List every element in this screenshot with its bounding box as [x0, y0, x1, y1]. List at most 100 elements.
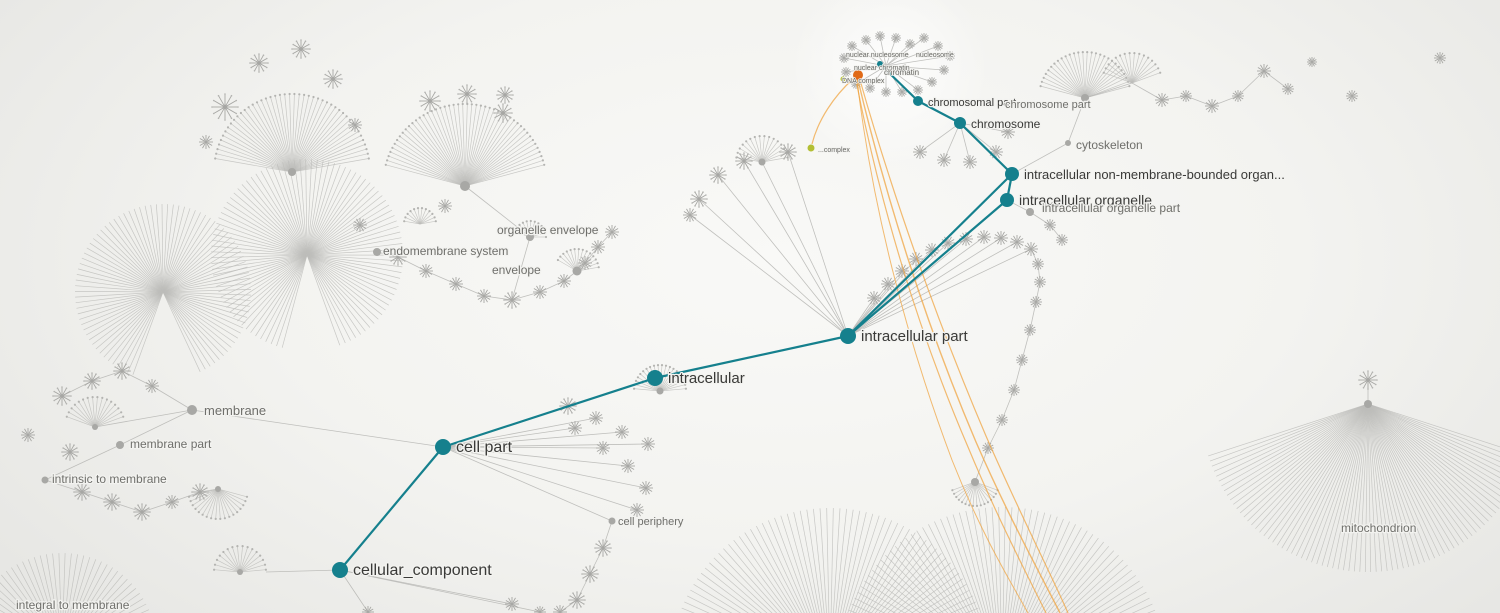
highlight-path-nodes [332, 61, 1019, 578]
node-burst [615, 425, 629, 439]
node-cellular-component[interactable] [332, 562, 348, 578]
fan-cluster [848, 506, 1156, 613]
label-intrinsic-to-membrane: intrinsic to membrane [52, 472, 167, 486]
graph-edge [787, 151, 849, 337]
node-burst [875, 31, 885, 41]
label-intracellular-nmb-organelle: intracellular non-membrane-bounded organ… [1024, 167, 1285, 182]
node-chromosomal-part[interactable] [913, 96, 923, 106]
orange-edges [811, 78, 1069, 613]
selected-term-node[interactable] [853, 70, 863, 80]
node-burst [1257, 64, 1271, 78]
graph-edge [761, 161, 849, 337]
node-burst [534, 606, 546, 613]
graph-edge [717, 174, 849, 337]
graph-edge [339, 569, 369, 613]
label-intracellular-organelle-part: intracellular organelle part [1042, 201, 1181, 215]
node-burst [291, 39, 311, 59]
node-burst [641, 437, 655, 451]
graph-edge [1211, 95, 1239, 107]
label-cell-part: cell part [456, 439, 513, 456]
node-burst [1056, 234, 1068, 246]
complex-node[interactable] [807, 144, 815, 152]
node-burst [323, 69, 343, 89]
graph-edge [1035, 281, 1041, 303]
node-burst [362, 606, 374, 613]
node-membrane[interactable] [187, 405, 197, 415]
node-burst [977, 230, 991, 244]
node-intrinsic-to-membrane[interactable] [41, 476, 49, 484]
node-burst [594, 539, 612, 557]
graph-edge [442, 443, 649, 448]
node-burst [945, 51, 955, 61]
node-chromatin-hub[interactable] [877, 61, 883, 67]
node-endomembrane-system[interactable] [373, 248, 381, 256]
orange-edge [859, 79, 1069, 613]
graph-edge [943, 122, 961, 161]
node-burst [133, 503, 151, 521]
node-cytoskeleton[interactable] [1065, 140, 1071, 146]
node-burst [113, 362, 131, 380]
orange-edge [811, 78, 854, 145]
node-burst [913, 85, 923, 95]
node-chromosome[interactable] [954, 117, 966, 129]
node-burst [630, 503, 644, 517]
highlight-edge [654, 334, 849, 380]
node-intracellular-organelle-part[interactable] [1026, 208, 1034, 216]
graph-edge [597, 231, 613, 248]
cluster-node [215, 486, 221, 492]
node-burst [145, 379, 159, 393]
node-cell-part[interactable] [435, 439, 451, 455]
node-intracellular-nmb-organelle[interactable] [1005, 167, 1019, 181]
label-chromosome: chromosome [971, 117, 1041, 131]
graph-edge [442, 431, 623, 448]
node-burst [1155, 93, 1169, 107]
label-intracellular-part: intracellular part [861, 328, 969, 345]
highlight-edge [847, 199, 1008, 337]
label-intracellular-organelle: intracellular organelle [1019, 192, 1152, 208]
node-intracellular[interactable] [647, 370, 663, 386]
node-burst [867, 291, 881, 305]
label-organelle-envelope: organelle envelope [497, 223, 599, 237]
graph-edge [483, 295, 513, 301]
node-burst [839, 53, 849, 63]
fan-clusters [0, 51, 1500, 613]
graph-edge [1263, 70, 1289, 90]
node-burst [1010, 235, 1024, 249]
node-burst [449, 277, 463, 291]
node-burst [389, 248, 407, 266]
node-organelle-envelope[interactable] [526, 233, 534, 241]
graph-edge [847, 270, 903, 337]
node-envelope[interactable] [572, 266, 582, 276]
node-burst [1032, 258, 1044, 270]
node-cell-periphery[interactable] [608, 517, 616, 525]
fan-cluster [735, 135, 789, 163]
graph-edge [1049, 224, 1063, 241]
fan-cluster [65, 396, 125, 428]
fan-cluster [403, 207, 437, 225]
node-burst [1180, 90, 1192, 102]
node-burst [937, 153, 951, 167]
node-burst [503, 291, 521, 309]
complex-node[interactable] [840, 76, 846, 82]
node-intracellular-part[interactable] [840, 328, 856, 344]
graph-edge [151, 385, 193, 411]
label--complex: ...complex [818, 147, 850, 154]
node-mitochondrion[interactable] [1364, 400, 1372, 408]
node-intracellular-organelle[interactable] [1000, 193, 1014, 207]
node-burst [568, 421, 582, 435]
graph-edge [1185, 95, 1213, 107]
label-intracellular: intracellular [668, 370, 745, 387]
label-nuclear-nucleosome: nuclear nucleosome [846, 52, 909, 59]
fan-cluster [1102, 52, 1162, 84]
node-burst [1001, 125, 1015, 139]
highlight-edge [959, 122, 1013, 175]
graph-edge [442, 446, 604, 449]
node-burst [605, 225, 619, 239]
graph-edge [442, 446, 638, 511]
node-membrane-part[interactable] [116, 441, 124, 449]
highlight-path-edges [339, 63, 1014, 571]
graph-edge [511, 291, 541, 301]
node-burst [1205, 99, 1219, 113]
node-burst [919, 33, 929, 43]
